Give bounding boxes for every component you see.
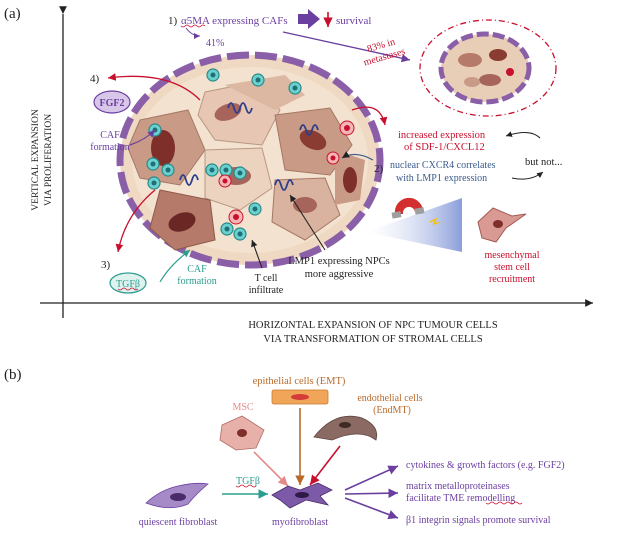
survival-text: survival xyxy=(336,15,371,27)
fgf2-arrow xyxy=(107,73,201,101)
caf-formation-top-1: CAF xyxy=(100,130,120,141)
tgfb-badge xyxy=(109,272,147,294)
panel-b-label: (b) xyxy=(4,367,22,383)
sdf-line1: increased expression xyxy=(398,130,486,141)
out2-line2: facilitate TME remodelling xyxy=(406,493,515,504)
cxcr4-arrow xyxy=(341,151,374,161)
point1-wavy-underline xyxy=(180,24,206,28)
tgfb-wavy-underline xyxy=(117,287,139,291)
point1-connector xyxy=(185,27,201,39)
quiescent-label: quiescent fibroblast xyxy=(139,517,218,528)
tcell-line1: T cell xyxy=(255,273,278,284)
magnet-icon xyxy=(391,197,441,226)
but-not-arrow-bottom xyxy=(511,171,544,180)
survival-arrow-icon xyxy=(298,9,320,29)
caf-formation-bottom-1: CAF xyxy=(187,264,207,275)
attraction-beam xyxy=(366,198,462,252)
point1-number: 1) xyxy=(168,15,178,27)
caf-formation-bottom-arrow xyxy=(159,249,191,283)
sdf-arrow xyxy=(351,106,388,126)
x-axis-label-1: HORIZONTAL EXPANSION OF NPC TUMOUR CELLS xyxy=(248,320,497,331)
point1-text: α5MA expressing CAFs xyxy=(181,15,288,27)
caf-formation-top-arrow xyxy=(129,129,156,146)
tumour-mass xyxy=(116,51,384,269)
panel-a-label: (a) xyxy=(4,6,21,22)
y-axis-label-1: VERTICAL EXPANSION xyxy=(31,109,41,211)
y-axis-label-2: VIA PROLIFERATION xyxy=(44,114,54,206)
fgf2-badge xyxy=(93,90,131,114)
out2-line1: matrix metalloproteinases xyxy=(406,481,510,492)
remodelling-wavy-underline xyxy=(485,501,523,505)
metastasis-mass xyxy=(419,19,557,117)
metastases-label: 83% in metastases xyxy=(362,37,406,69)
endothelial-line2: (EndMT) xyxy=(373,405,411,416)
out1-text: cytokines & growth factors (e.g. FGF2) xyxy=(406,460,565,471)
endothelial-cell-icon xyxy=(313,415,378,441)
msc-line3: recruitment xyxy=(489,274,535,285)
tgfb-b-label: TGFβ xyxy=(236,476,260,487)
tgfb-arrow xyxy=(115,189,156,253)
point1-percent: 41% xyxy=(206,38,224,49)
out1-arrow xyxy=(344,465,399,491)
fgf2-label: FGF2 xyxy=(100,98,125,109)
myofibroblast-label: myofibroblast xyxy=(272,517,328,528)
tcell-line2: infiltrate xyxy=(249,285,284,296)
cxcr4-line2: with LMP1 expression xyxy=(396,173,487,184)
but-not-text: but not... xyxy=(525,157,562,168)
caf-formation-top-2: formation xyxy=(90,142,129,153)
x-axis-label-2: VIA TRANSFORMATION OF STROMAL CELLS xyxy=(263,334,483,345)
msc-line1: mesenchymal xyxy=(485,250,540,261)
tgfb-b-wavy-underline xyxy=(235,484,257,488)
metastases-arrow xyxy=(282,31,411,63)
point3-number: 3) xyxy=(101,259,111,271)
out3-arrow xyxy=(344,497,399,520)
endothelial-arrow xyxy=(309,445,341,486)
point4-number: 4) xyxy=(90,73,100,85)
out3-text: β1 integrin signals promote survival xyxy=(406,515,551,526)
lmp1-line2: more aggressive xyxy=(305,269,374,280)
msc-b-label: MSC xyxy=(232,402,253,413)
point2-number: 2) xyxy=(374,163,384,175)
out2-arrow xyxy=(344,488,399,498)
sdf-line2: of SDF-1/CXCL12 xyxy=(404,142,485,153)
lmp1-line1: LMP1 expressing NPCs xyxy=(288,256,390,267)
epithelial-label: epithelial cells (EMT) xyxy=(253,376,346,387)
msc-line2: stem cell xyxy=(494,262,530,273)
but-not-arrow-top xyxy=(505,131,541,139)
tgfb-label: TGFβ xyxy=(116,279,140,290)
caf-formation-bottom-2: formation xyxy=(177,276,216,287)
cxcr4-line1: nuclear CXCR4 correlates xyxy=(390,160,496,171)
axes xyxy=(40,6,593,318)
msc-b-arrow xyxy=(253,451,289,487)
lmp1-arrow xyxy=(289,194,326,251)
tcell-arrow xyxy=(251,239,263,269)
endothelial-line1: endothelial cells xyxy=(357,393,422,404)
